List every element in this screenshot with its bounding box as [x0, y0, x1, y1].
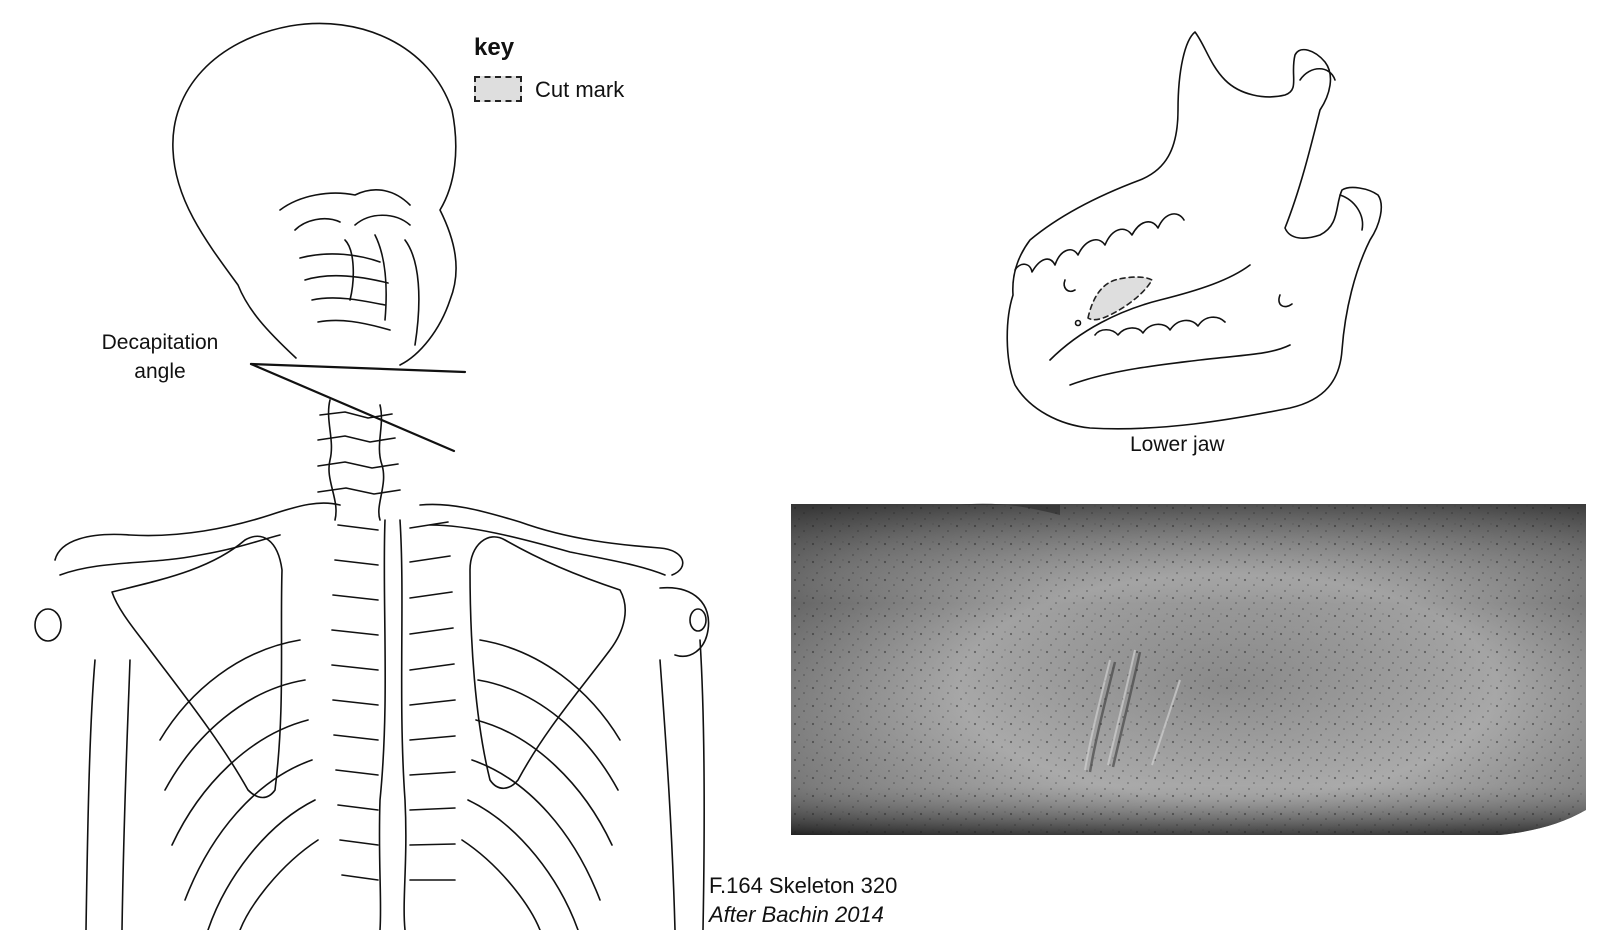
left-scapula: [111, 535, 283, 799]
cut-mark-swatch: [474, 76, 522, 102]
jaw-teeth-upper: [1014, 213, 1185, 273]
jaw-outline: [1006, 31, 1382, 430]
spine-right-edge: [399, 519, 407, 930]
caption-source: After Bachin 2014: [709, 902, 884, 927]
skull-outline: [172, 22, 457, 366]
decapitation-label-line2: angle: [134, 360, 186, 383]
key-title: key: [474, 34, 515, 61]
bone-photograph: [791, 503, 1586, 835]
right-clavicle: [419, 503, 684, 576]
decapitation-label-line1: Decapitation: [101, 331, 219, 354]
right-scapula: [469, 536, 626, 790]
cut-mark-label: Cut mark: [535, 77, 625, 102]
jaw-teeth-lower: [1094, 316, 1226, 336]
cut-mark-region: [1087, 276, 1153, 321]
caption-specimen: F.164 Skeleton 320: [709, 873, 898, 898]
decapitation-angle-label: Decapitation angle: [60, 328, 260, 386]
spine-left-edge: [378, 519, 387, 930]
left-clavicle: [54, 502, 341, 561]
skeleton-drawing: [34, 22, 710, 930]
jaw-drawing: [1006, 31, 1382, 430]
lower-jaw-label: Lower jaw: [1130, 433, 1225, 456]
